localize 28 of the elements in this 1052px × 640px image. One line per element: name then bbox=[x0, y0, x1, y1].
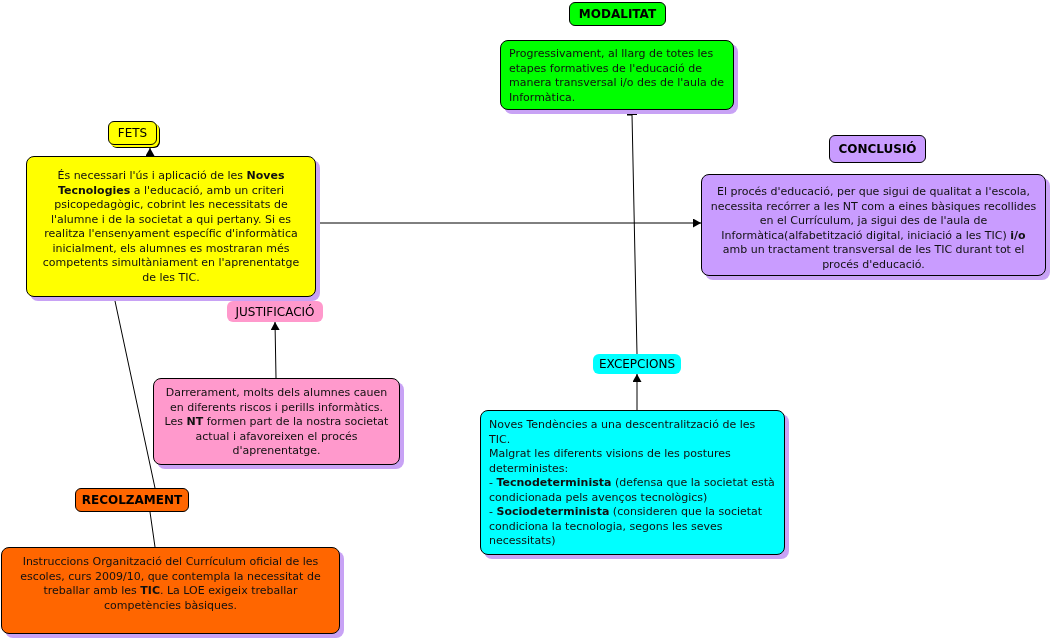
category-tag bbox=[227, 301, 323, 322]
tag-text: CONCLUSIÓ bbox=[838, 142, 917, 156]
arrow bbox=[632, 373, 642, 411]
concept-text: Darrerament, molts dels alumnes cauen en diferents riscos i perills informàtics. Les NT formen part de la nostra societat actual i afavoreixen el procés d'aprenentatge. bbox=[163, 386, 390, 459]
arrow bbox=[145, 147, 155, 157]
connector-line bbox=[114, 300, 156, 489]
tag-text: JUSTIFICACIÓ bbox=[235, 304, 315, 319]
concept-text: Malgrat les diferents visions de les postures deterministes: bbox=[489, 447, 732, 476]
concept-text: És necessari l'ús i aplicació de les Noves Tecnologies a l'educació, amb un criteri psicopedagògic, cobrint les necessitats de l'alumne i de la societat a qui pertany. Si es realitza l'ensenyament específic d'informàtica inicialment, els alumnes es mostraran més competents simultàniament en l'aprenentatge de les TIC. bbox=[41, 169, 301, 285]
category-tag bbox=[593, 354, 681, 374]
connector-line bbox=[149, 511, 156, 548]
category-tag bbox=[829, 135, 926, 163]
concept-text: - Sociodeterminista (consideren que la societat condiciona la tecnologia, segons les seves necessitats) bbox=[489, 505, 764, 549]
category-tag bbox=[569, 2, 666, 26]
tag-text: RECOLZAMENT bbox=[81, 493, 183, 507]
concept-text: Noves Tendències a una descentralització de les TIC. bbox=[489, 418, 757, 447]
tag-text: MODALITAT bbox=[578, 7, 657, 21]
bar-ended-line bbox=[627, 113, 638, 355]
arrow bbox=[270, 321, 280, 379]
concept-text: Progressivament, al llarg de totes les etapes formatives de l'educació de manera transversal i/o des de l'aula de Informàtica. bbox=[509, 47, 725, 105]
tag-text: EXCEPCIONS bbox=[598, 357, 676, 371]
concept-text: El procés d'educació, per que sigui de qualitat a l'escola, necessita recórrer a les NT com a eines bàsiques recollides en el Currículum, ja sigui des de l'aula de Informàtica(alfabetització digital, iniciació a les TIC) i/o amb un tractament transversal de les TIC durant tot el procés d'educació. bbox=[710, 185, 1037, 272]
category-tag bbox=[108, 121, 157, 145]
arrow bbox=[319, 218, 702, 228]
concept-text: - Tecnodeterminista (defensa que la societat està condicionada pels avenços tecnològics) bbox=[489, 476, 776, 505]
category-tag bbox=[75, 488, 189, 512]
concept-text: Instruccions Organització del Currículum oficial de les escoles, curs 2009/10, que contempla la necessitat de treballar amb les TIC. La LOE exigeix treballar competències bàsiques. bbox=[19, 555, 322, 613]
tag-text: FETS bbox=[117, 126, 148, 140]
